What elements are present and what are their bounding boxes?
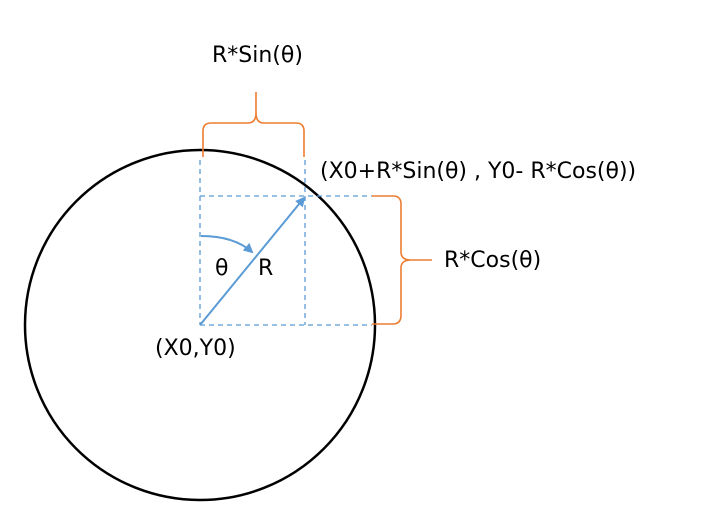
theta-arc-arrow: [200, 235, 254, 254]
theta-label: θ: [215, 256, 229, 281]
sin-brace: [202, 92, 305, 157]
dashed-guides: [199, 160, 372, 326]
main-circle: [23, 148, 377, 502]
point-coordinate-label: (X0+R*Sin(θ) , Y0- R*Cos(θ)): [320, 159, 637, 184]
sin-label: R*Sin(θ): [212, 43, 303, 68]
cos-label: R*Cos(θ): [444, 248, 542, 273]
radius-arrow: [199, 196, 306, 326]
cos-brace: [372, 195, 432, 325]
radius-label: R: [258, 256, 274, 281]
center-label: (X0,Y0): [155, 336, 236, 361]
